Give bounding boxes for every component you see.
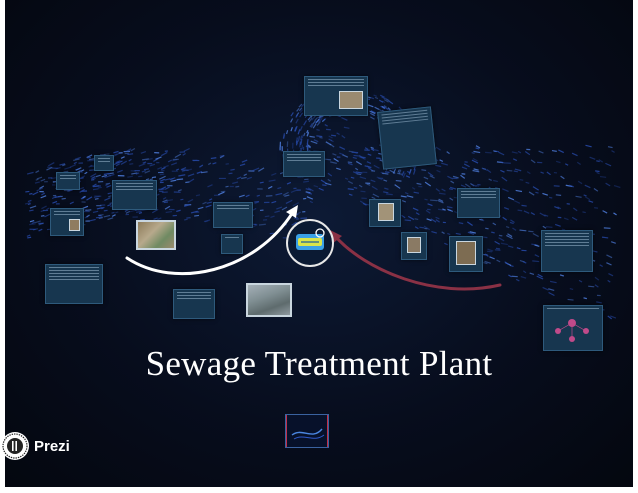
overview-card[interactable] xyxy=(221,234,243,254)
overview-card[interactable] xyxy=(94,155,114,171)
overview-card[interactable] xyxy=(56,172,80,190)
overview-card[interactable] xyxy=(45,264,103,304)
overview-card[interactable] xyxy=(369,199,401,227)
overview-card[interactable] xyxy=(283,151,325,177)
prezi-logo-text: Prezi xyxy=(34,437,70,455)
prezi-logo[interactable]: Prezi xyxy=(0,426,70,466)
mind-map-icon xyxy=(555,319,589,342)
slide-thumbnail[interactable] xyxy=(285,414,329,448)
photo-frame[interactable] xyxy=(246,283,292,317)
overview-card[interactable] xyxy=(541,230,593,272)
red-arrow xyxy=(333,234,502,291)
photo-frame[interactable] xyxy=(136,220,176,250)
overview-card[interactable] xyxy=(543,305,603,351)
overview-card[interactable] xyxy=(449,236,483,272)
overview-card[interactable] xyxy=(304,76,368,116)
overview-card[interactable] xyxy=(213,202,253,228)
project-logo-icon xyxy=(296,228,325,250)
prezi-canvas[interactable]: Sewage Treatment Plant xyxy=(5,0,633,487)
overview-card[interactable] xyxy=(112,180,157,210)
white-arrow xyxy=(125,210,295,276)
overview-card[interactable] xyxy=(173,289,215,319)
card-thumbnail xyxy=(339,91,363,109)
center-badge[interactable] xyxy=(286,219,334,267)
presentation-title: Sewage Treatment Plant xyxy=(145,344,493,383)
card-thumbnail xyxy=(456,241,476,265)
card-thumbnail xyxy=(407,237,421,253)
overview-card[interactable] xyxy=(50,208,84,236)
card-thumbnail xyxy=(69,219,80,231)
thumbnail-image xyxy=(285,415,329,447)
overview-card[interactable] xyxy=(457,188,500,218)
card-thumbnail xyxy=(378,203,394,221)
white-arrow-head xyxy=(286,205,298,218)
prezi-logo-icon xyxy=(1,432,29,460)
overview-card[interactable] xyxy=(401,232,427,260)
